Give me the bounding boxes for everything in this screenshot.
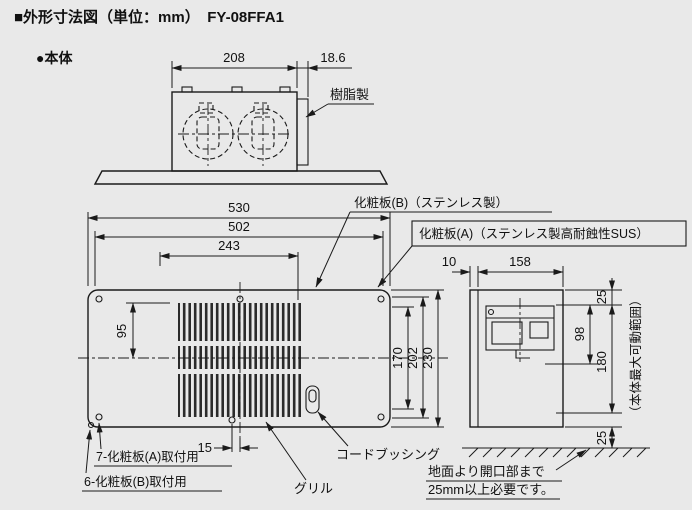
dim-530: 530 xyxy=(87,200,391,286)
fan-outlines xyxy=(182,102,289,160)
side-outline xyxy=(469,289,564,428)
dim-95-value: 95 xyxy=(114,324,129,338)
dim-depths: 10 158 xyxy=(442,254,564,287)
fan-centerlines xyxy=(178,104,292,166)
side-view: 10 158 xyxy=(426,254,650,500)
side-dim-extensions xyxy=(545,289,622,428)
mount-a-label-text: 7-化粧板(A)取付用 xyxy=(96,450,199,464)
dim-170-value: 170 xyxy=(390,347,405,369)
note-line1: 地面より開口部まで xyxy=(428,464,545,479)
dim-95: 95 xyxy=(114,302,170,359)
label-cord-bushing: コードブッシング xyxy=(317,411,440,462)
dim-25-bottom: 25 xyxy=(594,426,615,449)
dim-top-width-value: 208 xyxy=(223,50,245,65)
label-grille: グリル xyxy=(265,421,333,496)
dim-25-top: 25 xyxy=(594,278,615,305)
grille xyxy=(178,303,302,417)
top-view-plate xyxy=(93,170,389,185)
ground-hatching xyxy=(468,447,647,458)
resin-label-text: 樹脂製 xyxy=(330,87,369,102)
movable-range-label: （本体最大可動範囲） xyxy=(628,293,643,418)
dim-98: 98 xyxy=(572,304,593,365)
dim-502: 502 xyxy=(94,219,384,286)
dim-202-value: 202 xyxy=(405,347,420,369)
label-resin: 樹脂製 xyxy=(305,87,374,118)
front-view: 530 502 243 95 xyxy=(78,196,687,496)
top-view-tabs xyxy=(181,86,291,93)
dim-243: 243 xyxy=(159,238,299,300)
label-mount-a: 7-化粧板(A)取付用 xyxy=(94,422,232,467)
dim-25-bottom-value: 25 xyxy=(594,431,609,445)
label-plate-b: 化粧板(B)（ステンレス製） xyxy=(315,196,552,288)
dim-180: 180 xyxy=(594,304,615,414)
dim-15-value: 15 xyxy=(198,440,212,455)
note-line2: 25mm以上必要です。 xyxy=(428,482,554,497)
mount-b-label-text: 6-化粧板(B)取付用 xyxy=(84,475,187,489)
dim-202: 202 xyxy=(405,296,426,419)
page-title: ■外形寸法図（単位：mm） FY-08FFA1 xyxy=(14,8,284,26)
dim-top-offset-value: 18.6 xyxy=(320,50,345,65)
front-centerlines xyxy=(78,282,448,438)
plate-a-label-text: 化粧板(A)（ステンレス製高耐蝕性SUS） xyxy=(419,226,649,241)
plate-b-label-text: 化粧板(B)（ステンレス製） xyxy=(354,196,508,210)
top-view-body xyxy=(171,91,298,172)
dim-230-value: 230 xyxy=(420,347,435,369)
cord-bushing xyxy=(305,385,320,414)
ground-clearance-note: 地面より開口部まで 25mm以上必要です。 xyxy=(426,449,587,500)
dim-top-width: 208 xyxy=(171,50,298,88)
dim-502-value: 502 xyxy=(228,219,250,234)
dim-180-value: 180 xyxy=(594,351,609,373)
mounting-holes xyxy=(87,295,385,429)
dim-top-offset: 18.6 xyxy=(297,50,352,97)
cord-bushing-label-text: コードブッシング xyxy=(336,447,440,462)
dim-10-value: 10 xyxy=(442,254,456,269)
top-view-resin-housing xyxy=(296,98,309,166)
side-fan-assembly xyxy=(485,298,555,362)
dim-530-value: 530 xyxy=(228,200,250,215)
dim-15: 15 xyxy=(198,424,258,455)
ground-line xyxy=(462,447,650,458)
dim-98-value: 98 xyxy=(572,327,587,341)
body-section-label: ●本体 xyxy=(36,50,73,66)
dim-230: 230 xyxy=(420,289,441,428)
dim-158-value: 158 xyxy=(509,254,531,269)
dim-243-value: 243 xyxy=(218,238,240,253)
label-plate-a: 化粧板(A)（ステンレス製高耐蝕性SUS） xyxy=(377,220,687,288)
front-panel-outline xyxy=(87,289,391,428)
label-mount-b: 6-化粧板(B)取付用 xyxy=(82,429,222,492)
top-view: 208 18.6 樹脂製 xyxy=(93,50,389,185)
grille-label-text: グリル xyxy=(294,481,333,496)
dim-25-top-value: 25 xyxy=(594,290,609,304)
dim-170: 170 xyxy=(390,306,411,410)
